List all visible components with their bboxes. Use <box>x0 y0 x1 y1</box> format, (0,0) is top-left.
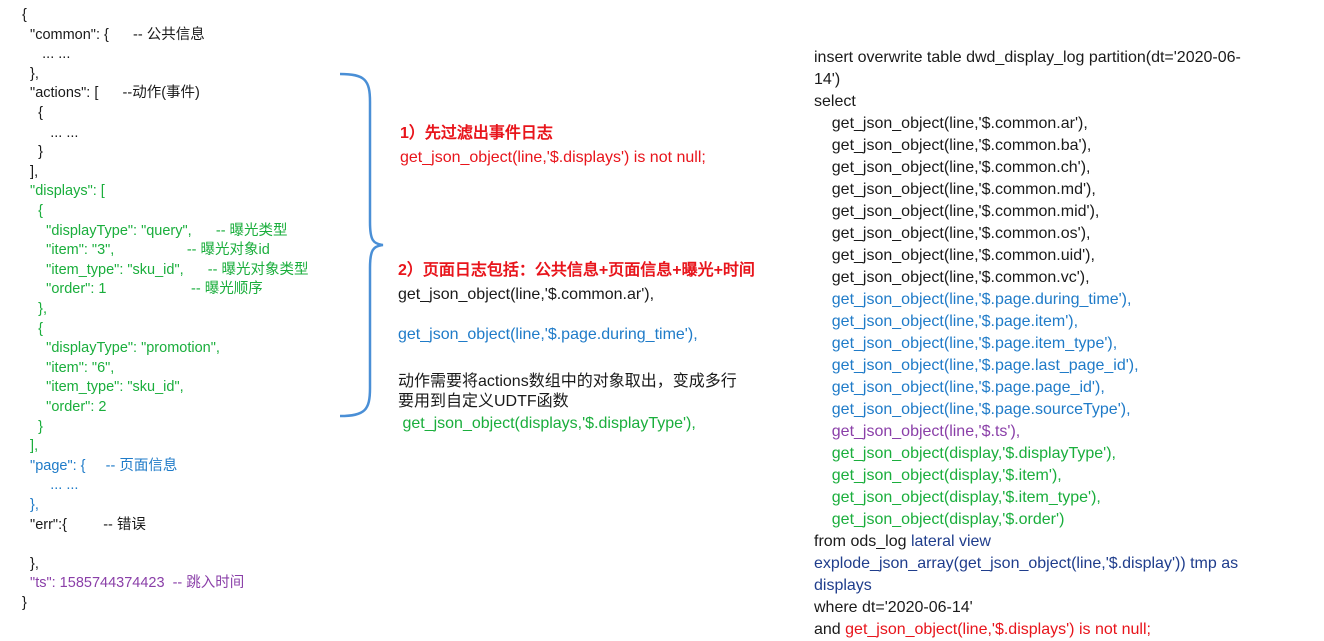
json-line: "item_type": "sku_id", -- 曝光对象类型 <box>22 261 309 278</box>
sql-line: get_json_object(line,'$.page.last_page_i… <box>814 355 1139 377</box>
sql-token: from ods_log <box>814 533 911 550</box>
json-line: { <box>22 320 43 337</box>
sql-token: get_json_object(display,'$.displayType')… <box>814 445 1116 462</box>
step1-title: 1）先过滤出事件日志 <box>400 125 553 142</box>
sql-token: get_json_object(line,'$.ts'), <box>814 423 1021 440</box>
sql-line: get_json_object(line,'$.common.ch'), <box>814 157 1091 179</box>
sql-token: get_json_object(line,'$.common.vc'), <box>814 269 1090 286</box>
sql-line: get_json_object(line,'$.common.os'), <box>814 223 1091 245</box>
json-line: "ts": 1585744374423 -- 跳入时间 <box>22 575 245 592</box>
sql-token: get_json_object(line,'$.common.mid'), <box>814 203 1100 220</box>
sql-token: get_json_object(display,'$.item_type'), <box>814 489 1101 506</box>
sql-token: get_json_object(line,'$.common.ar'), <box>814 115 1088 132</box>
sql-token: select <box>814 93 856 110</box>
sql-line: get_json_object(display,'$.item_type'), <box>814 487 1101 509</box>
sql-line: where dt='2020-06-14' <box>814 597 973 619</box>
json-line: ], <box>22 163 39 180</box>
sql-token: get_json_object(line,'$.page.item'), <box>814 313 1079 330</box>
sql-line: get_json_object(line,'$.page.item'), <box>814 311 1078 333</box>
sql-token: get_json_object(line,'$.common.ba'), <box>814 137 1092 154</box>
json-line: { <box>22 105 43 121</box>
json-line: ], <box>22 438 39 455</box>
sql-line: 14') <box>814 69 840 91</box>
json-line: "displayType": "promotion", <box>22 340 220 357</box>
json-line: }, <box>22 301 47 317</box>
sql-line: get_json_object(line,'$.ts'), <box>814 421 1020 443</box>
sql-token: displays <box>814 577 872 594</box>
sql-line: select <box>814 91 856 113</box>
sql-line: get_json_object(line,'$.common.md'), <box>814 179 1096 201</box>
json-line: }, <box>22 65 39 82</box>
sql-line: from ods_log lateral view <box>814 531 991 553</box>
step2-desc2: 要用到自定义UDTF函数 <box>398 393 569 410</box>
json-line: "page": { -- 页面信息 <box>22 457 178 474</box>
json-line: { <box>22 203 43 219</box>
sql-line: and get_json_object(line,'$.displays') i… <box>814 619 1151 641</box>
json-line: "order": 2 <box>22 399 107 415</box>
sql-line: get_json_object(display,'$.displayType')… <box>814 443 1116 465</box>
sql-line: get_json_object(line,'$.common.uid'), <box>814 245 1095 267</box>
json-line: "displays": [ <box>22 183 105 200</box>
step2-line2: get_json_object(line,'$.page.during_time… <box>398 326 698 343</box>
sql-line: get_json_object(line,'$.common.mid'), <box>814 201 1100 223</box>
json-line: }, <box>22 555 39 572</box>
json-line: "err":{ -- 错误 <box>22 516 146 533</box>
json-line: ... ... <box>22 477 79 494</box>
json-line: ... ... <box>22 46 71 63</box>
sql-token: where dt='2020-06-14' <box>814 599 973 616</box>
sql-token: get_json_object(line,'$.page.sourceType'… <box>814 401 1131 418</box>
sql-line: get_json_object(line,'$.page.sourceType'… <box>814 399 1131 421</box>
sql-line: explode_json_array(get_json_object(line,… <box>814 553 1238 575</box>
sql-token: get_json_object(line,'$.page.page_id'), <box>814 379 1105 396</box>
sql-token: get_json_object(line,'$.page.item_type')… <box>814 335 1118 352</box>
sql-token: get_json_object(line,'$.page.last_page_i… <box>814 357 1139 374</box>
sql-token: insert overwrite table dwd_display_log p… <box>814 49 1241 66</box>
sql-line: get_json_object(line,'$.page.page_id'), <box>814 377 1105 399</box>
json-line: ... ... <box>22 124 79 141</box>
sql-token: get_json_object(line,'$.common.ch'), <box>814 159 1091 176</box>
sql-token: 14') <box>814 71 841 88</box>
curly-brace-icon <box>339 72 384 418</box>
sql-token: lateral view <box>910 533 991 550</box>
step2-desc1: 动作需要将actions数组中的对象取出，变成多行 <box>398 373 737 390</box>
json-line: }, <box>22 497 39 513</box>
sql-token: get_json_object(line,'$.common.os'), <box>814 225 1091 242</box>
sql-token: get_json_object(line,'$.common.md'), <box>814 181 1096 198</box>
json-line: "item_type": "sku_id", <box>22 379 184 396</box>
sql-token: get_json_object(display,'$.item'), <box>814 467 1062 484</box>
step2-title: 2）页面日志包括：公共信息+页面信息+曝光+时间 <box>398 262 755 279</box>
step1-code: get_json_object(line,'$.displays') is no… <box>400 149 706 166</box>
sql-line: get_json_object(line,'$.common.ba'), <box>814 135 1092 157</box>
sql-line: get_json_object(line,'$.common.vc'), <box>814 267 1090 289</box>
sql-token: get_json_object(line,'$.common.uid'), <box>814 247 1095 264</box>
sql-line: get_json_object(display,'$.item'), <box>814 465 1062 487</box>
sql-line: get_json_object(line,'$.common.ar'), <box>814 113 1088 135</box>
json-line: { <box>22 7 27 23</box>
step2-line1: get_json_object(line,'$.common.ar'), <box>398 286 655 303</box>
json-line: "common": { -- 公共信息 <box>22 26 205 43</box>
step2-line3: get_json_object(displays,'$.displayType'… <box>398 415 696 432</box>
sql-token: and <box>814 621 846 638</box>
json-line: "item": "6", <box>22 359 115 376</box>
sql-token: get_json_object(display,'$.order') <box>814 511 1065 528</box>
json-line: "order": 1 -- 曝光顺序 <box>22 281 263 298</box>
json-line: "actions": [ --动作(事件) <box>22 85 200 102</box>
json-line: } <box>22 595 27 611</box>
sql-token: explode_json_array(get_json_object(line,… <box>814 555 1239 572</box>
json-line: } <box>22 144 43 161</box>
sql-line: displays <box>814 575 872 597</box>
sql-line: get_json_object(line,'$.page.item_type')… <box>814 333 1117 355</box>
sql-line: insert overwrite table dwd_display_log p… <box>814 47 1241 69</box>
json-line: "displayType": "query", -- 曝光类型 <box>22 222 288 239</box>
sql-token: get_json_object(line,'$.displays') is no… <box>845 621 1151 638</box>
sql-line: get_json_object(line,'$.page.during_time… <box>814 289 1132 311</box>
sql-token: get_json_object(line,'$.page.during_time… <box>814 291 1132 308</box>
json-line: } <box>22 418 43 435</box>
json-line: "item": "3", -- 曝光对象id <box>22 242 270 259</box>
sql-line: get_json_object(display,'$.order') <box>814 509 1065 531</box>
